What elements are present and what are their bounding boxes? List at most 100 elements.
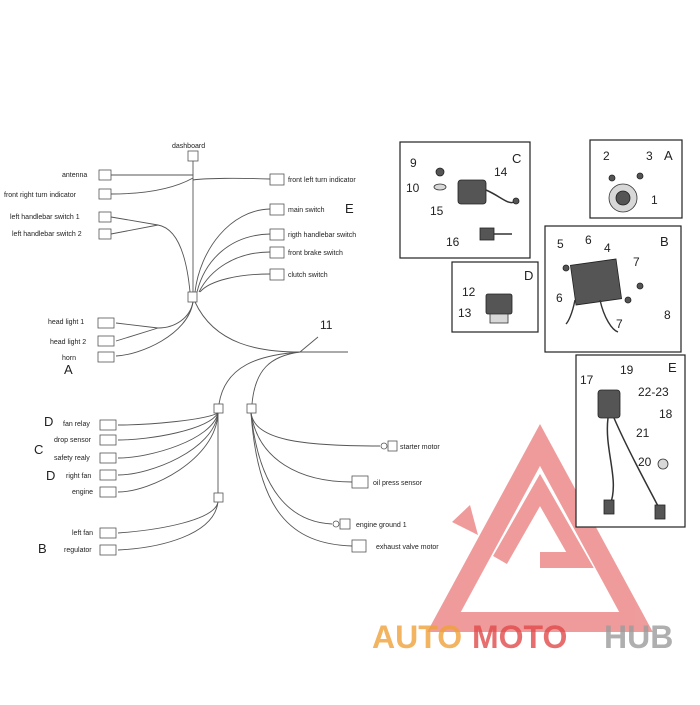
connector-oil-press — [351, 475, 369, 489]
label-front-brake: front brake switch — [288, 250, 343, 257]
panel-b: B 5 6 4 7 6 7 8 — [544, 225, 682, 353]
connector-head-light-2 — [97, 335, 115, 347]
panel-e-num-18: 18 — [659, 407, 673, 421]
label-left-fan: left fan — [72, 530, 93, 537]
connector-main-switch — [269, 203, 285, 216]
label-main-switch: main switch — [288, 207, 325, 214]
watermark-text: AUTO MOTO HUB — [372, 619, 673, 655]
label-head-light-1: head light 1 — [48, 319, 84, 326]
connector-right-handlebar — [269, 228, 285, 241]
nut-2 — [608, 174, 616, 182]
panel-e-num-22-23: 22-23 — [638, 385, 669, 399]
panel-a-num-3: 3 — [646, 149, 653, 163]
panel-d-num-13: 13 — [458, 306, 472, 320]
panel-e-num-17: 17 — [580, 373, 594, 387]
connector-14 — [512, 197, 520, 205]
wire-number-11: 11 — [320, 318, 333, 332]
bolt-3 — [636, 172, 644, 180]
label-front-right-turn: front right turn indicator — [4, 192, 77, 199]
panel-c: C 9 10 14 15 16 — [399, 141, 531, 259]
key-ring-20 — [657, 458, 669, 470]
right-top-connectors: front left turn indicator main switch E … — [269, 173, 356, 281]
letter-drop-sensor: C — [34, 442, 43, 457]
watermark-hub: HUB — [604, 619, 673, 655]
bolt-5 — [562, 264, 570, 272]
label-exhaust-valve: exhaust valve motor — [376, 544, 439, 551]
relay-12 — [485, 293, 513, 315]
panel-e-num-21: 21 — [636, 426, 650, 440]
connector-antenna — [98, 169, 112, 181]
connector-horn — [97, 351, 115, 363]
connector-safety-realy — [99, 452, 117, 464]
upper-wiring: 11 — [110, 161, 348, 357]
panel-a-letter: A — [664, 148, 673, 163]
connector-drop-sensor — [99, 434, 117, 446]
junction-bottom — [213, 492, 224, 503]
letter-left-fan: B — [38, 541, 47, 556]
panel-c-num-9: 9 — [410, 156, 417, 170]
left-low-connectors: D fan relay C drop sensor safety realy D… — [34, 414, 117, 498]
panel-a: A 2 3 1 — [589, 139, 683, 219]
connector-left-handlebar-2 — [98, 228, 112, 240]
right-low-connectors: starter motor oil press sensor engine gr… — [332, 440, 440, 553]
panel-a-num-1: 1 — [651, 193, 658, 207]
connector-front-right-turn — [98, 188, 112, 200]
connector-front-left-turn — [269, 173, 285, 186]
panel-b-num-6b: 6 — [556, 291, 563, 305]
bolt-9 — [435, 167, 445, 177]
label-left-handlebar-2: left handlebar switch 2 — [12, 231, 82, 238]
connector-regulator — [99, 544, 117, 556]
label-engine-ground: engine ground 1 — [356, 522, 407, 529]
panel-d-num-12: 12 — [462, 285, 476, 299]
panel-e-num-20: 20 — [638, 455, 652, 469]
terminal-starter-motor — [380, 442, 388, 450]
panel-c-num-15: 15 — [430, 204, 444, 218]
label-right-fan: right fan — [66, 473, 91, 480]
watermark-auto: AUTO — [372, 619, 462, 655]
connector-engine — [99, 486, 117, 498]
letter-main-switch: E — [345, 201, 354, 216]
label-starter-motor: starter motor — [400, 444, 440, 451]
ignition-switch — [597, 389, 621, 419]
label-safety-realy: safety realy — [54, 455, 90, 462]
letter-fan-relay: D — [44, 414, 53, 429]
panel-b-num-5: 5 — [557, 237, 564, 251]
switch-connector-2 — [654, 504, 666, 520]
label-fan-relay: fan relay — [63, 421, 90, 428]
label-oil-press: oil press sensor — [373, 480, 423, 487]
panel-b-num-8: 8 — [664, 308, 671, 322]
watermark-triangle — [427, 424, 653, 632]
label-right-handlebar: rigth handlebar switch — [288, 232, 356, 239]
panel-e-letter: E — [668, 360, 677, 375]
label-head-light-2: head light 2 — [50, 339, 86, 346]
connector-left-fan — [99, 527, 117, 539]
dashboard-connector — [187, 150, 199, 162]
panel-d: D 12 13 — [451, 261, 539, 333]
panel-a-num-2: 2 — [603, 149, 610, 163]
nut-7b — [624, 296, 632, 304]
panel-a-border — [589, 139, 683, 219]
letter-right-fan: D — [46, 468, 55, 483]
connector-right-fan — [99, 469, 117, 481]
terminal-engine-ground — [332, 520, 340, 528]
nut-7 — [636, 282, 644, 290]
left-top-connectors: antenna front right turn indicator left … — [4, 169, 112, 240]
connector-exhaust-valve — [351, 539, 367, 553]
junction-lower-left — [213, 403, 224, 414]
connector-clutch-switch — [269, 268, 285, 281]
panel-e: E 17 19 22-23 18 21 20 — [575, 354, 686, 528]
relay-body-15 — [457, 179, 487, 205]
connector-left-handlebar-1 — [98, 211, 112, 223]
panel-e-num-19: 19 — [620, 363, 634, 377]
panel-c-num-16: 16 — [446, 235, 460, 249]
label-front-left-turn: front left turn indicator — [288, 177, 356, 184]
watermark-arrow — [452, 505, 478, 535]
connector-fan-relay — [99, 419, 117, 431]
label-drop-sensor: drop sensor — [54, 437, 92, 444]
switch-connector — [603, 499, 615, 515]
relay-16 — [479, 227, 495, 241]
panel-d-letter: D — [524, 268, 533, 283]
watermark-logo — [427, 424, 653, 632]
panel-b-num-7a: 7 — [633, 255, 640, 269]
